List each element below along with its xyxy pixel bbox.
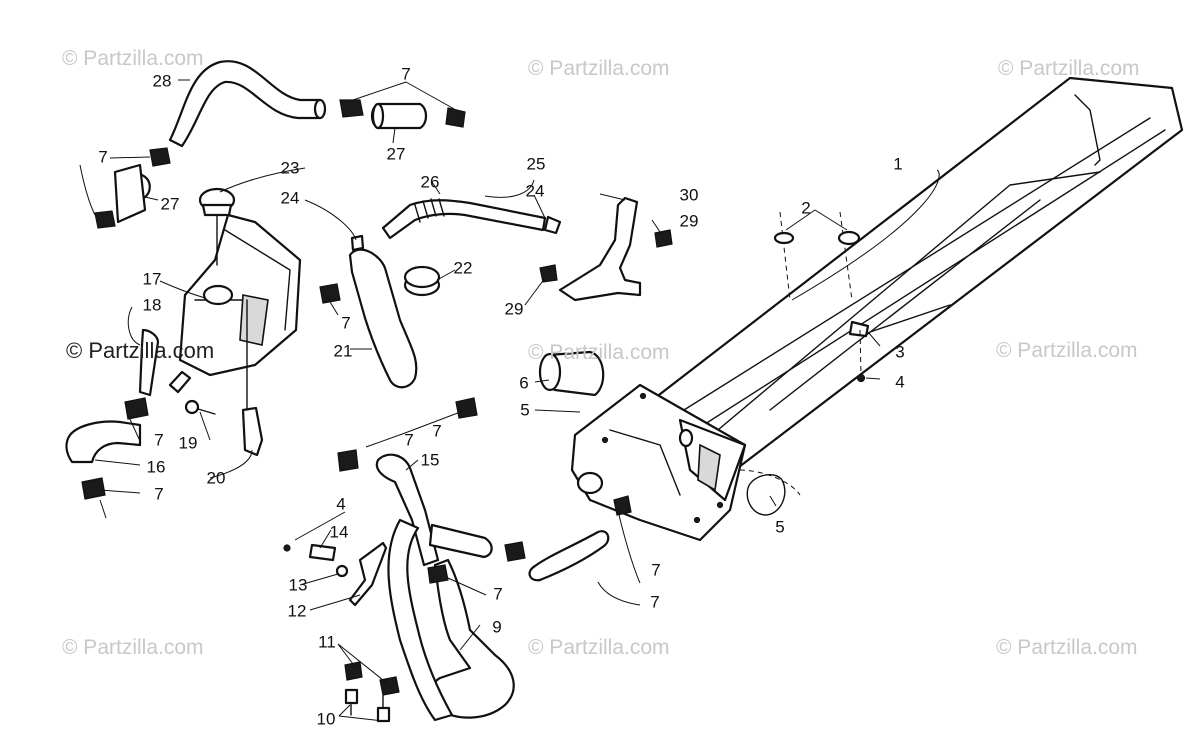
clamps-10-11: [344, 661, 400, 723]
callout-label: 25: [526, 154, 546, 174]
leader-lines: [79, 79, 940, 722]
callout-label: 7: [154, 484, 164, 504]
exchanger-end-cap: [570, 383, 801, 542]
watermark-center-dark: © Partzilla.com: [66, 338, 215, 363]
callout-label: 19: [178, 433, 198, 453]
callout-label: 5: [775, 517, 785, 537]
hose-8: [428, 495, 632, 582]
callout-label: 26: [420, 172, 440, 192]
callout-label: 5: [520, 400, 530, 420]
watermark-top-center: © Partzilla.com: [528, 57, 670, 80]
callout-label: 4: [895, 372, 905, 392]
callout-label: 18: [142, 295, 162, 315]
callout-label: 29: [504, 299, 524, 319]
callout-label: 4: [336, 494, 346, 514]
callout-label: 7: [154, 430, 164, 450]
callout-label: 7: [493, 584, 503, 604]
callout-label: 6: [519, 373, 529, 393]
watermark-mid-center: © Partzilla.com: [528, 341, 670, 364]
hose-16: [65, 397, 149, 519]
callout-label: 9: [492, 617, 502, 637]
callout-label: 22: [453, 258, 473, 278]
callout-label: 15: [420, 450, 440, 470]
callout-label: 7: [401, 64, 411, 84]
heat-exchanger-1: [653, 76, 1184, 472]
callout-label: 29: [679, 211, 699, 231]
callout-label: 3: [895, 342, 905, 362]
callout-label: 12: [287, 601, 307, 621]
callout-label: 30: [679, 185, 699, 205]
watermark-bottom-right: © Partzilla.com: [996, 636, 1138, 659]
watermark-top-left: © Partzilla.com: [62, 47, 204, 70]
hose-9: [387, 518, 515, 722]
brackets-2-3-4: [773, 211, 870, 383]
callout-label: 23: [280, 158, 300, 178]
coolant-tank: [138, 187, 302, 397]
overflow-line-25-26: [350, 198, 562, 252]
callout-label: 7: [404, 430, 414, 450]
watermark-mid-right: © Partzilla.com: [996, 339, 1138, 362]
hose-15: [337, 397, 478, 567]
watermark-top-right: © Partzilla.com: [998, 57, 1140, 80]
watermark-bottom-center: © Partzilla.com: [528, 636, 670, 659]
callout-label: 17: [142, 269, 162, 289]
callout-label: 7: [341, 313, 351, 333]
hose-21: [319, 248, 441, 389]
bolt-19-bracket-20: [184, 299, 264, 457]
callout-label: 13: [288, 575, 308, 595]
hose-30: [539, 196, 673, 302]
callout-label: 10: [316, 709, 336, 729]
callout-label: 11: [318, 632, 336, 652]
callout-label: 1: [893, 154, 903, 174]
callout-label: 2: [801, 198, 811, 218]
callout-label: 7: [432, 421, 442, 441]
callout-label: 27: [160, 194, 180, 214]
callout-label: 28: [152, 71, 172, 91]
callout-label: 27: [386, 144, 406, 164]
overflow-hoses-27-28: [94, 60, 466, 229]
callout-label: 16: [146, 457, 166, 477]
callout-label: 21: [333, 341, 353, 361]
callout-label: 7: [98, 147, 108, 167]
callout-label: 24: [280, 188, 300, 208]
bracket-12-13-14: [283, 541, 388, 607]
callout-label: 7: [651, 560, 661, 580]
callout-label: 7: [650, 592, 660, 612]
callout-label: 24: [525, 181, 545, 201]
callout-label: 20: [206, 468, 226, 488]
callout-label: 14: [329, 522, 349, 542]
watermark-bottom-left: © Partzilla.com: [62, 636, 204, 659]
